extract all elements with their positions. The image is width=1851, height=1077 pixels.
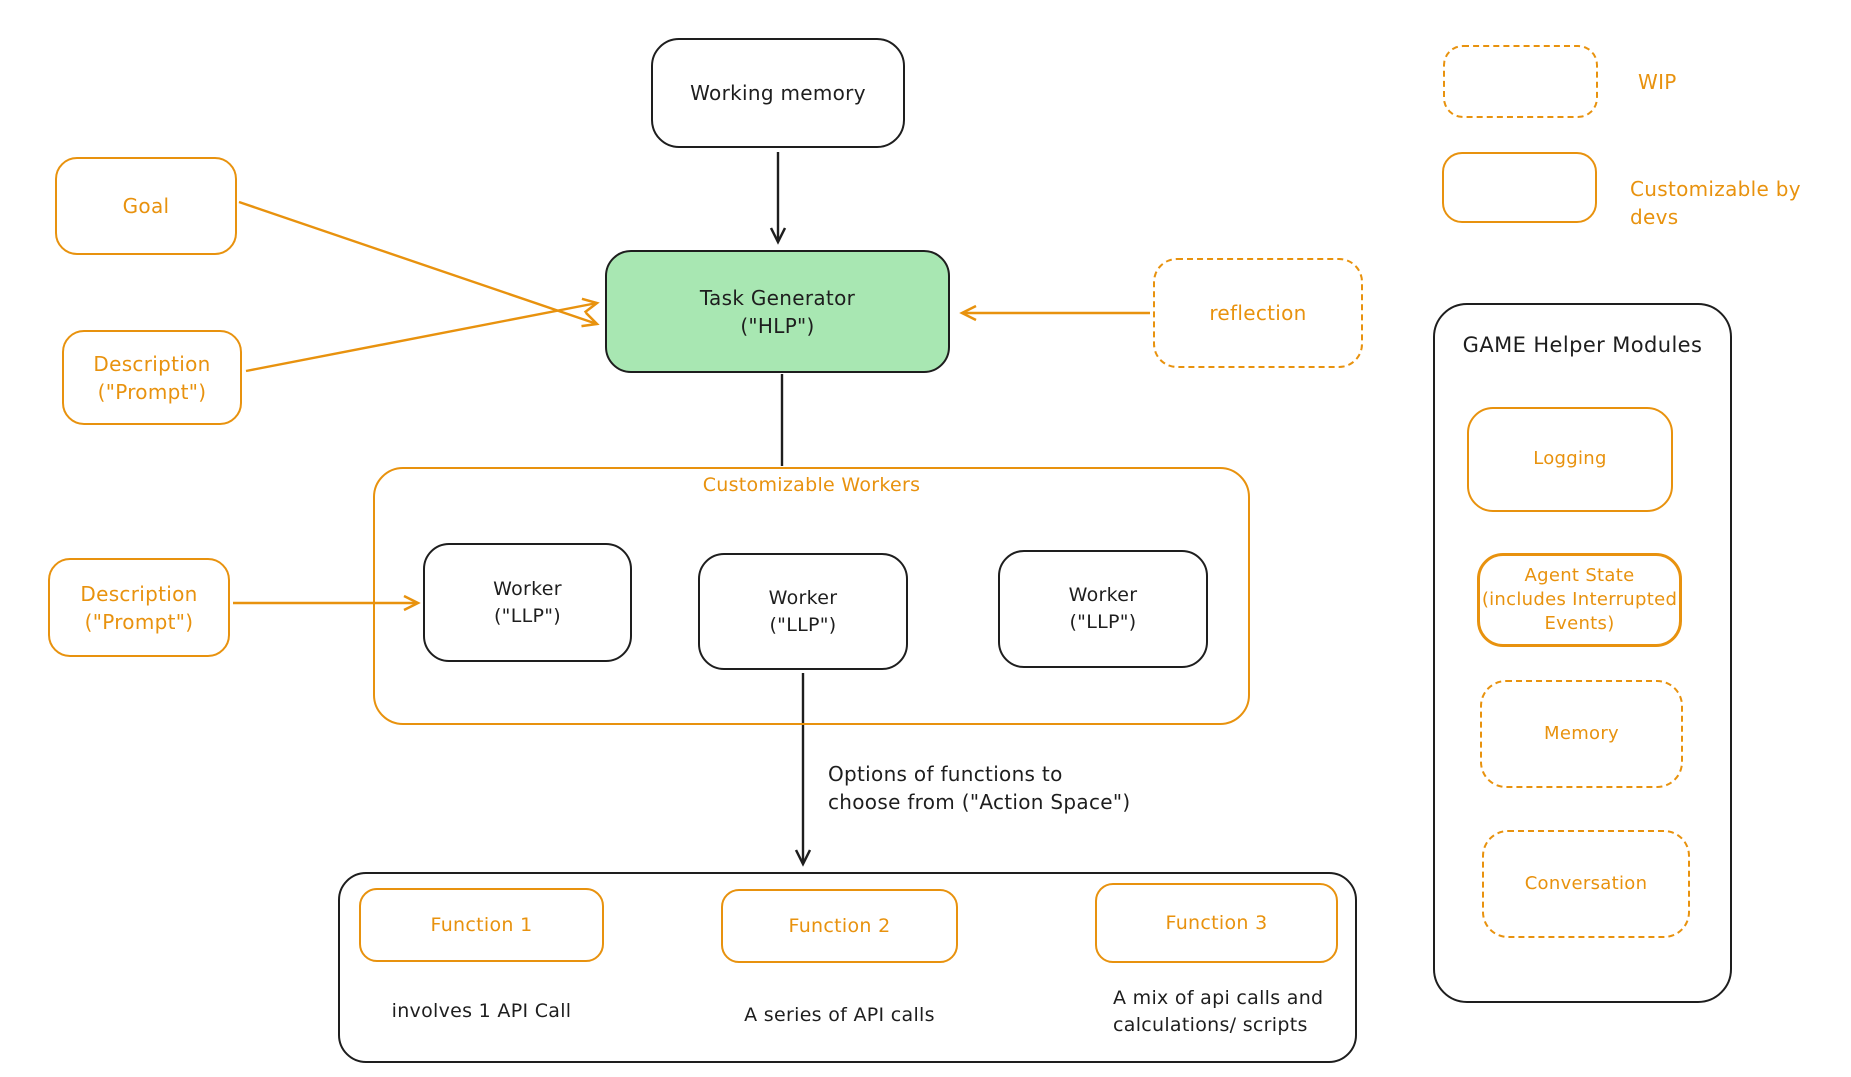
node-task-generator-label: Task Generator ("HLP") — [699, 285, 856, 338]
node-worker-2: Worker ("LLP") — [698, 553, 908, 670]
node-worker-3-label: Worker ("LLP") — [1068, 584, 1138, 633]
action-space-note: Options of functions to choose from ("Ac… — [828, 762, 1131, 814]
node-worker-1: Worker ("LLP") — [423, 543, 632, 662]
node-task-generator: Task Generator ("HLP") — [605, 250, 950, 373]
node-function-3-label: Function 3 — [1165, 911, 1268, 934]
node-reflection-label: reflection — [1209, 301, 1307, 325]
module-conversation-label: Conversation — [1524, 872, 1648, 894]
node-function-1: Function 1 — [359, 888, 604, 962]
arrow-description-to-task-generator — [245, 297, 600, 373]
module-memory: Memory — [1480, 680, 1683, 788]
node-worker-1-label: Worker ("LLP") — [493, 577, 562, 627]
module-agent-state: Agent State (includes Interrupted Events… — [1477, 553, 1682, 647]
function-2-caption: A series of API calls — [744, 1004, 935, 1026]
module-logging-label: Logging — [1533, 448, 1607, 470]
node-goal: Goal — [55, 157, 237, 255]
node-function-2: Function 2 — [721, 889, 958, 963]
panel-game-helper-modules: GAME Helper Modules — [1433, 303, 1732, 1003]
node-goal-label: Goal — [122, 194, 170, 218]
node-function-1-label: Function 1 — [430, 913, 533, 936]
node-description-prompt-workers-label: Description ("Prompt") — [80, 581, 198, 634]
node-working-memory: Working memory — [651, 38, 905, 148]
legend-customizable-box — [1442, 152, 1597, 223]
module-logging: Logging — [1467, 407, 1673, 512]
module-agent-state-label: Agent State (includes Interrupted Events… — [1481, 564, 1678, 635]
group-customizable-workers: Customizable Workers — [373, 467, 1250, 725]
group-functions — [338, 872, 1357, 1063]
function-1-caption: involves 1 API Call — [391, 1000, 572, 1022]
legend-wip-box — [1443, 45, 1598, 118]
legend-wip-label: WIP — [1638, 70, 1677, 94]
node-function-2-label: Function 2 — [788, 914, 891, 937]
function-3-caption: A mix of api calls and calculations/ scr… — [1113, 987, 1324, 1036]
module-conversation: Conversation — [1482, 830, 1690, 938]
node-worker-2-label: Worker ("LLP") — [768, 586, 838, 636]
module-memory-label: Memory — [1543, 722, 1619, 744]
node-working-memory-label: Working memory — [690, 81, 866, 105]
node-function-3: Function 3 — [1095, 883, 1338, 963]
node-description-prompt-top-label: Description ("Prompt") — [93, 351, 211, 404]
node-description-prompt-workers: Description ("Prompt") — [48, 558, 230, 657]
panel-game-helper-modules-title: GAME Helper Modules — [1462, 333, 1703, 357]
arrow-goal-to-task-generator — [238, 200, 600, 328]
node-description-prompt-top: Description ("Prompt") — [62, 330, 242, 425]
node-worker-3: Worker ("LLP") — [998, 550, 1208, 668]
group-customizable-workers-title: Customizable Workers — [702, 474, 921, 496]
node-reflection: reflection — [1153, 258, 1363, 368]
legend-customizable-label: Customizable by devs — [1630, 177, 1801, 229]
